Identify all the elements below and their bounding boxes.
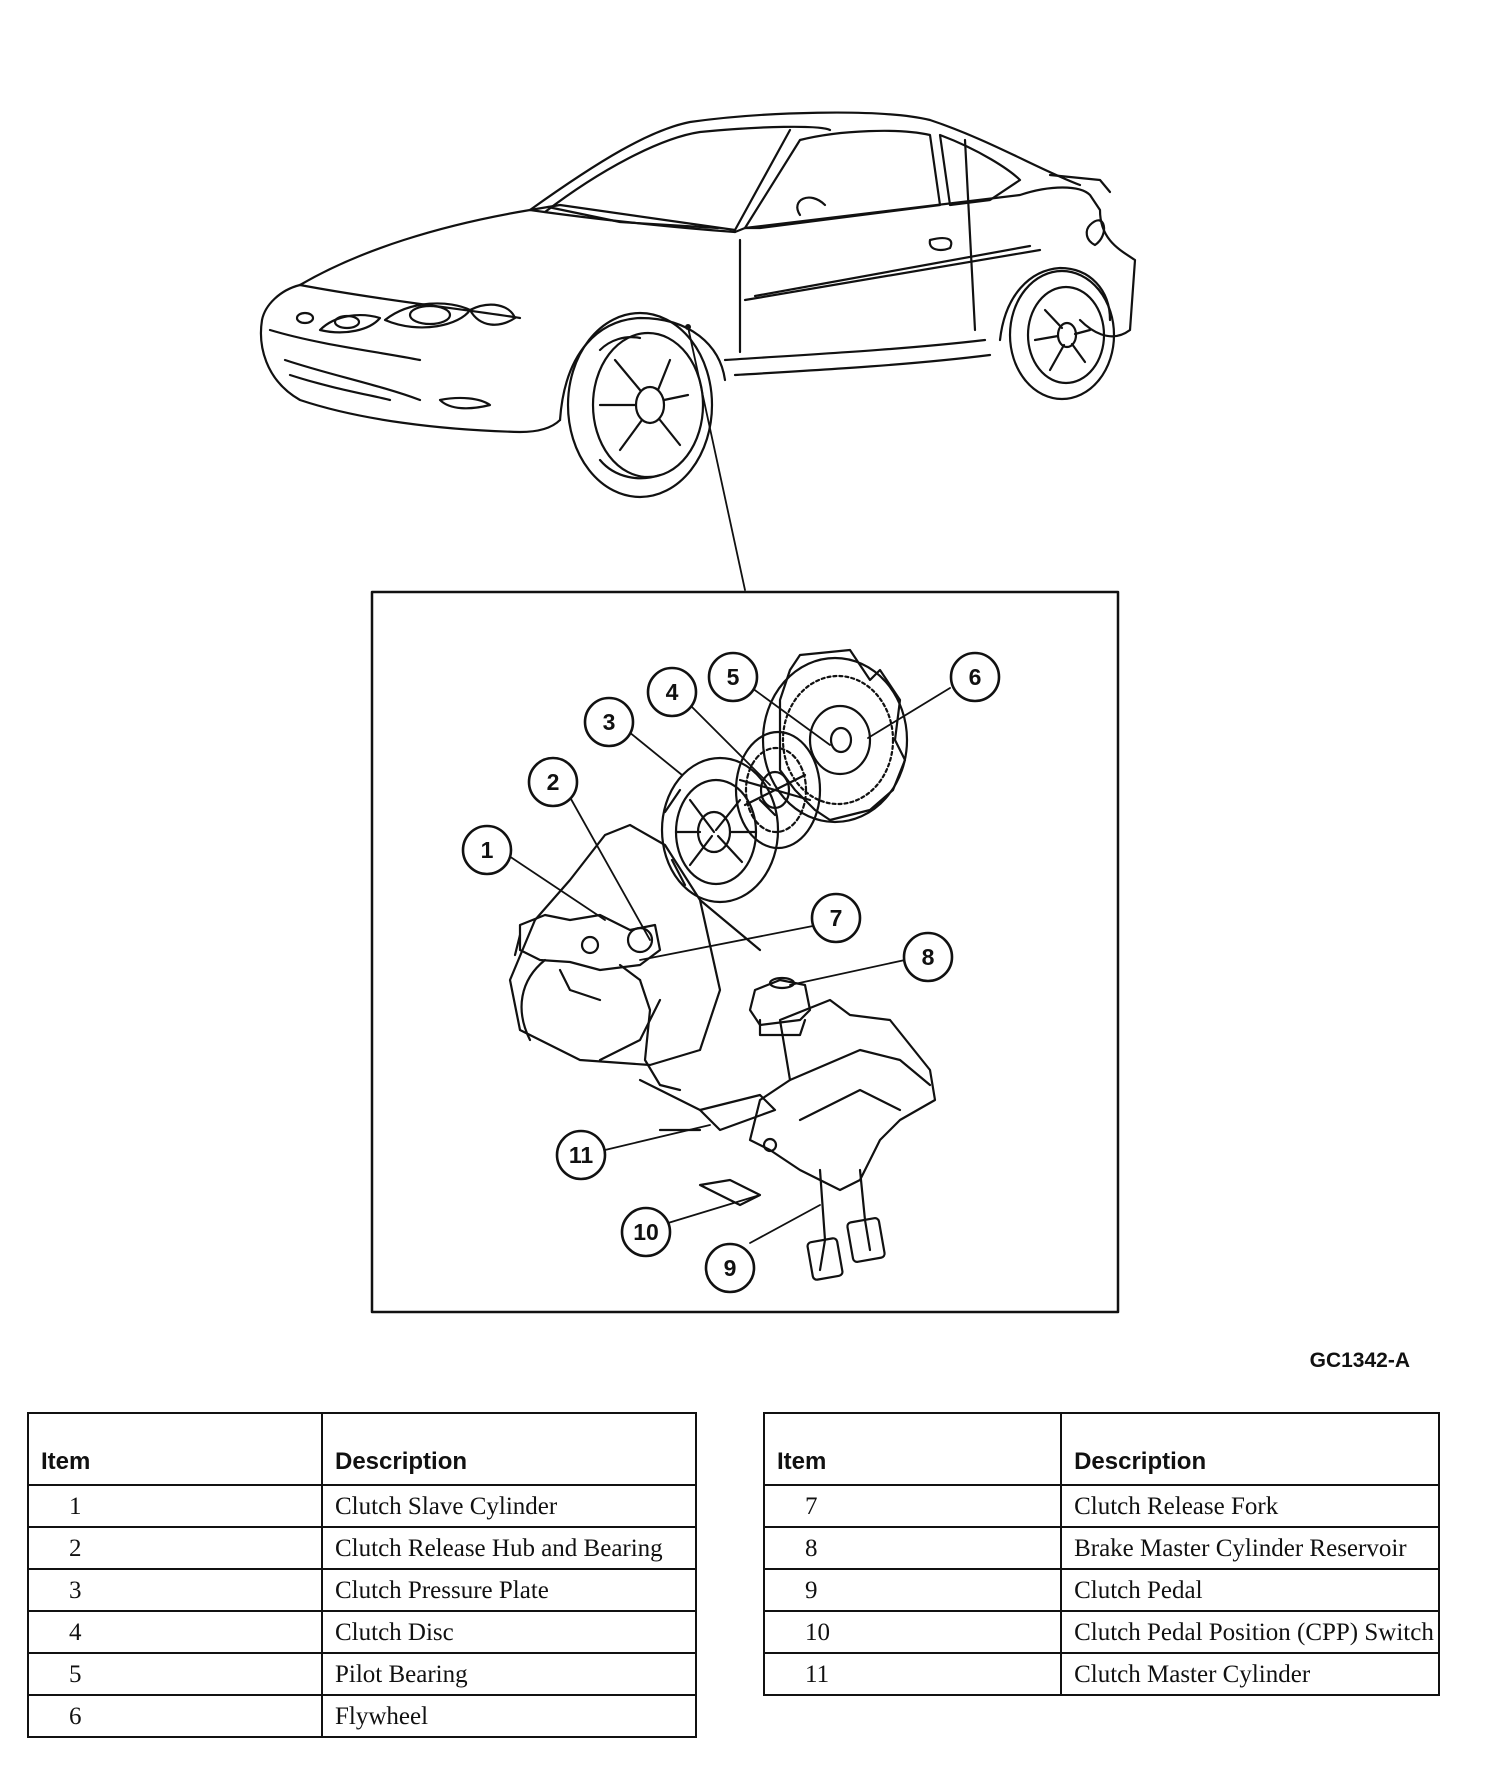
- legend-item-description: Pilot Bearing: [321, 1652, 697, 1696]
- legend-row: 11 Clutch Master Cylinder: [762, 1652, 1440, 1696]
- callout-9: 9: [704, 1242, 756, 1294]
- legend-item-description: Brake Master Cylinder Reservoir: [1060, 1526, 1440, 1570]
- legend-table-left: Item Description 1 Clutch Slave Cylinder…: [27, 1412, 697, 1738]
- callout-circle: [704, 1242, 756, 1294]
- pedal-box-drawing: [638, 998, 937, 1281]
- callout-circle: [707, 651, 759, 703]
- detail-box: [370, 590, 1120, 1314]
- legend-item-description: Clutch Pedal: [1060, 1568, 1440, 1612]
- legend-item-description: Clutch Release Fork: [1060, 1484, 1440, 1528]
- callout-circle: [646, 666, 698, 718]
- clutch-disc-drawing: [734, 730, 822, 850]
- callout-label: 7: [830, 905, 843, 931]
- legend-item-number: 7: [762, 1484, 1063, 1528]
- legend-item-number: 2: [27, 1526, 323, 1570]
- callout-label: 2: [547, 769, 560, 795]
- legend-row: 8 Brake Master Cylinder Reservoir: [762, 1526, 1440, 1570]
- callout-circle: [527, 756, 579, 808]
- legend-row: 9 Clutch Pedal: [762, 1568, 1440, 1612]
- legend-table-right: Item Description 7 Clutch Release Fork 8…: [762, 1412, 1440, 1696]
- flywheel-drawing: [761, 648, 909, 824]
- callout-circle: [810, 892, 862, 944]
- legend-row: 6 Flywheel: [27, 1694, 697, 1738]
- callout-label: 8: [922, 944, 935, 970]
- legend-row: 3 Clutch Pressure Plate: [27, 1568, 697, 1612]
- legend-item-description: Clutch Pedal Position (CPP) Switch: [1060, 1610, 1440, 1654]
- callout-circle: [949, 651, 1001, 703]
- legend-row: 4 Clutch Disc: [27, 1610, 697, 1654]
- callout-label: 5: [727, 664, 740, 690]
- callout-2: 2: [527, 756, 579, 808]
- callout-3: 3: [583, 696, 635, 748]
- legend-item-description: Clutch Disc: [321, 1610, 697, 1654]
- callout-circle: [555, 1129, 607, 1181]
- car-illustration: [259, 111, 1137, 499]
- legend-item-description: Clutch Slave Cylinder: [321, 1484, 697, 1528]
- legend-item-number: 8: [762, 1526, 1063, 1570]
- legend-row: 2 Clutch Release Hub and Bearing: [27, 1526, 697, 1570]
- legend-header-item: Item: [762, 1412, 1063, 1486]
- slave-cylinder-drawing: [513, 913, 682, 1092]
- legend-item-number: 6: [27, 1694, 323, 1738]
- legend-item-description: Clutch Master Cylinder: [1060, 1652, 1440, 1696]
- legend-row: 1 Clutch Slave Cylinder: [27, 1484, 697, 1528]
- legend-header-item: Item: [27, 1412, 323, 1486]
- callout-1: 1: [461, 824, 513, 876]
- legend-header-description: Description: [321, 1412, 697, 1486]
- brake-reservoir-drawing: [748, 976, 812, 1037]
- legend-item-number: 5: [27, 1652, 323, 1696]
- callout-11: 11: [555, 1129, 607, 1181]
- legend-row: 5 Pilot Bearing: [27, 1652, 697, 1696]
- callout-6: 6: [949, 651, 1001, 703]
- legend-item-number: 11: [762, 1652, 1063, 1696]
- legend-item-number: 10: [762, 1610, 1063, 1654]
- callout-label: 4: [666, 679, 679, 705]
- callout-8: 8: [902, 931, 954, 983]
- callout-label: 1: [481, 837, 494, 863]
- legend-row: 10 Clutch Pedal Position (CPP) Switch: [762, 1610, 1440, 1654]
- legend-item-number: 1: [27, 1484, 323, 1528]
- callout-circle: [583, 696, 635, 748]
- legend-item-description: Flywheel: [321, 1694, 697, 1738]
- callout-4: 4: [646, 666, 698, 718]
- callout-7: 7: [810, 892, 862, 944]
- callout-label: 3: [603, 709, 616, 735]
- callout-label: 11: [569, 1142, 594, 1168]
- callout-label: 6: [969, 664, 982, 690]
- figure-code: GC1342-A: [1309, 1349, 1410, 1372]
- legend-item-number: 3: [27, 1568, 323, 1612]
- callout-10: 10: [620, 1206, 672, 1258]
- callout-circle: [620, 1206, 672, 1258]
- legend-header-description: Description: [1060, 1412, 1440, 1486]
- legend-item-description: Clutch Pressure Plate: [321, 1568, 697, 1612]
- car-to-detail-leader: [687, 326, 746, 591]
- legend-item-number: 9: [762, 1568, 1063, 1612]
- callout-circle: [461, 824, 513, 876]
- legend-row: 7 Clutch Release Fork: [762, 1484, 1440, 1528]
- callout-5: 5: [707, 651, 759, 703]
- transaxle-drawing: [508, 823, 762, 1067]
- callout-label: 9: [724, 1255, 737, 1281]
- pressure-plate-drawing: [660, 756, 780, 904]
- legend-item-number: 4: [27, 1610, 323, 1654]
- legend-item-description: Clutch Release Hub and Bearing: [321, 1526, 697, 1570]
- callout-circle: [902, 931, 954, 983]
- callout-label: 10: [633, 1219, 659, 1245]
